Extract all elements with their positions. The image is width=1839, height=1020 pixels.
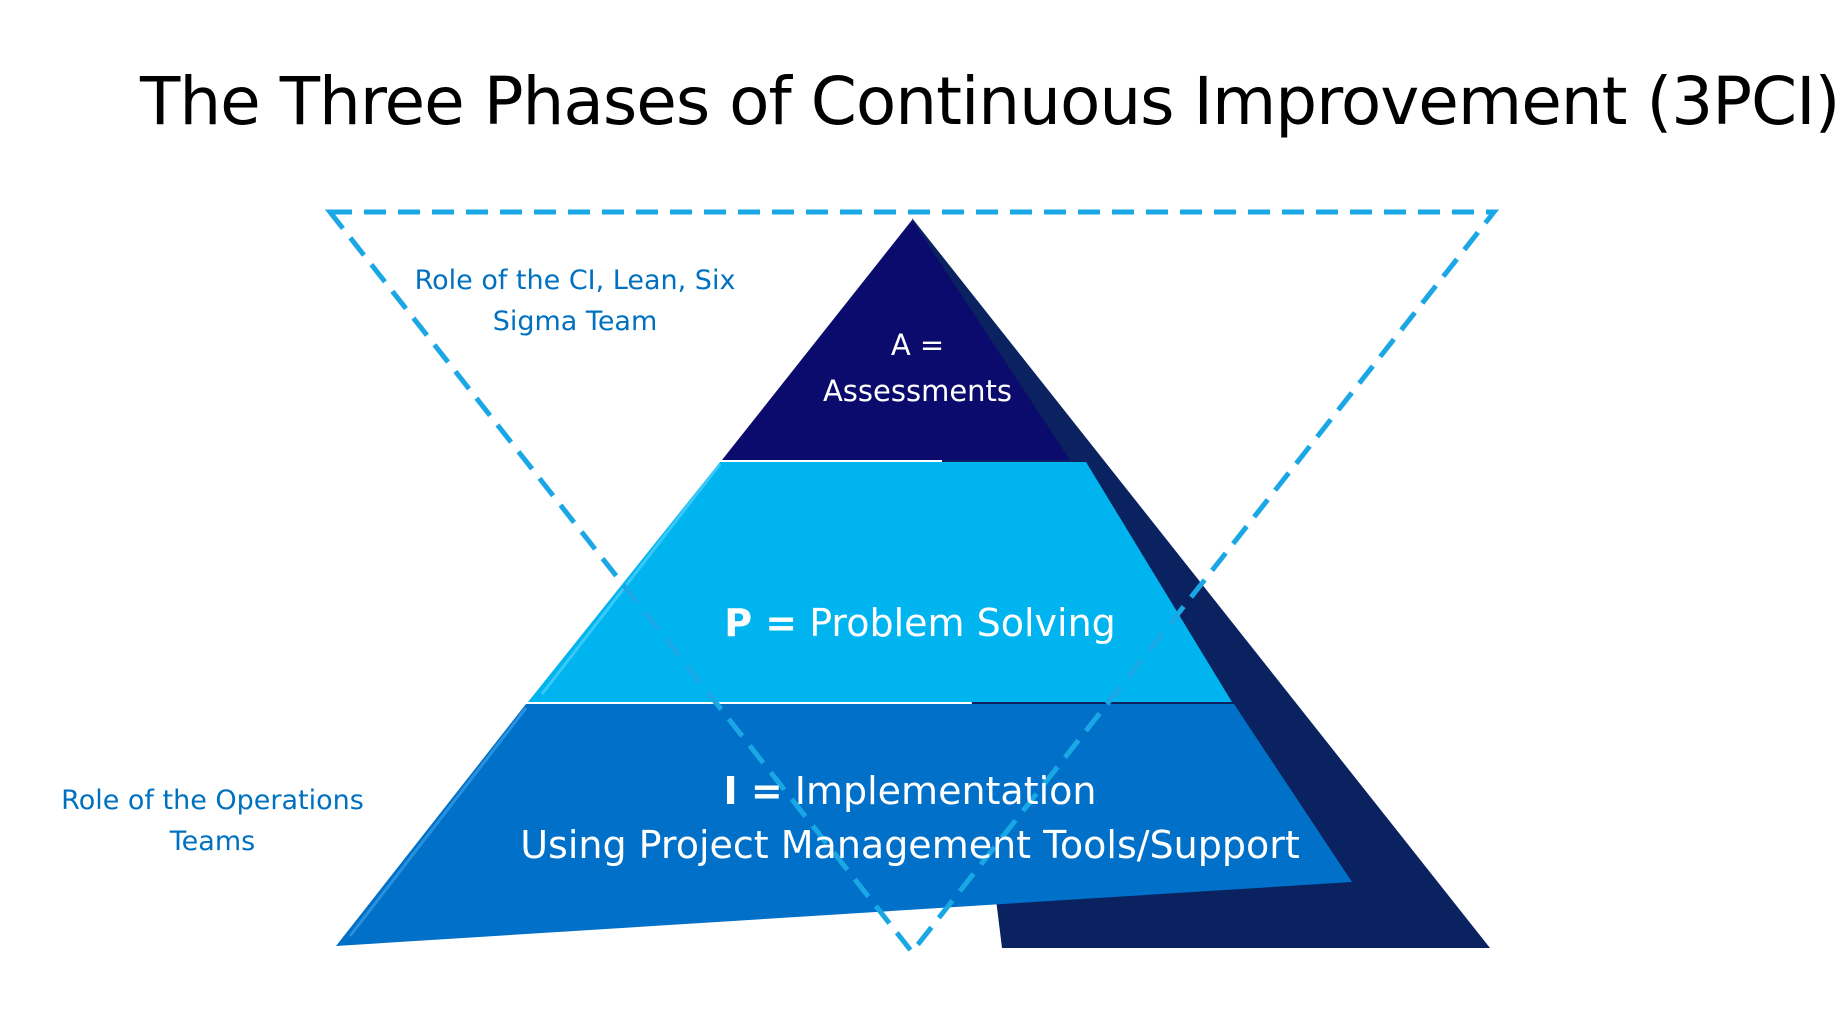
- ci-team-role-label: Role of the CI, Lean, Six Sigma Team: [390, 260, 760, 342]
- ci-team-role-line1: Role of the CI, Lean, Six: [414, 265, 736, 296]
- operations-role-label: Role of the Operations Teams: [40, 780, 385, 862]
- implementation-line2: Using Project Management Tools/Support: [520, 823, 1300, 867]
- problem-solving-label: P = Problem Solving: [640, 598, 1200, 648]
- operations-role-line2: Teams: [169, 826, 256, 857]
- inverted-dashed-triangle: [324, 209, 1500, 957]
- assessments-tier: [722, 220, 1070, 460]
- implementation-tier: [336, 704, 1352, 946]
- ci-team-role-line2: Sigma Team: [492, 306, 658, 337]
- implementation-line1: I = Implementation: [480, 764, 1340, 818]
- assessments-label-line1: A =: [890, 328, 945, 362]
- page-title: The Three Phases of Continuous Improveme…: [140, 63, 1839, 140]
- problem-solving-text: Problem Solving: [797, 601, 1116, 645]
- implementation-text: Implementation: [782, 769, 1097, 813]
- assessments-label: A = Assessments: [780, 322, 1055, 414]
- middle-tier-highlight: [540, 463, 722, 695]
- bottom-tier-highlight: [348, 707, 528, 937]
- problem-solving-tier: [528, 462, 1232, 702]
- assessments-label-line2: Assessments: [822, 374, 1013, 408]
- operations-role-line1: Role of the Operations: [61, 785, 364, 816]
- problem-solving-letter: P =: [724, 601, 798, 645]
- implementation-letter: I =: [723, 769, 783, 813]
- implementation-label: I = Implementation Using Project Managem…: [480, 764, 1340, 872]
